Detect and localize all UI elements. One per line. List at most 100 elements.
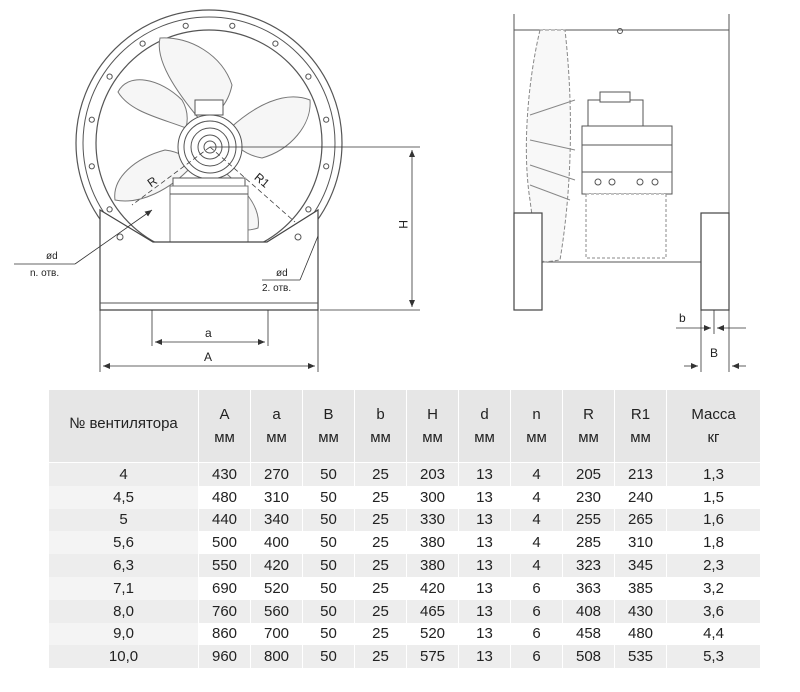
dimension-b-B	[676, 310, 746, 372]
table-cell: 13	[458, 485, 511, 509]
label-R1: R1	[252, 170, 273, 191]
table-cell: 465	[406, 599, 459, 623]
column-header-unit: кг	[707, 429, 720, 446]
table-cell: 323	[562, 554, 615, 577]
column-header-unit: мм	[578, 429, 599, 446]
table-cell: 420	[406, 576, 459, 600]
table-cell: 285	[562, 531, 615, 555]
table-cell: 9,0	[48, 622, 199, 646]
label-d-n: ød	[46, 251, 58, 262]
table-cell: 310	[614, 531, 667, 555]
hole-leaders	[14, 209, 319, 281]
column-header: a мм	[250, 389, 303, 463]
table-cell: 363	[562, 576, 615, 600]
table-cell: 458	[562, 622, 615, 646]
column-header: № вентилятора	[48, 389, 199, 463]
label-d-2: ød	[276, 268, 288, 279]
label-a: a	[205, 326, 212, 340]
table-cell: 13	[458, 531, 511, 555]
table-cell: 6	[510, 622, 563, 646]
table-cell: 270	[250, 462, 303, 486]
table-cell: 50	[302, 599, 355, 623]
column-header-label: B	[323, 406, 334, 423]
dimension-a-A	[99, 310, 319, 372]
table-cell: 205	[562, 462, 615, 486]
table-cell: 10,0	[48, 645, 199, 669]
column-header-label: R	[583, 406, 594, 423]
radius-lines	[131, 146, 296, 223]
table-cell: 1,6	[666, 508, 761, 532]
table-cell: 520	[406, 622, 459, 646]
table-cell: 13	[458, 645, 511, 669]
table-cell: 420	[250, 554, 303, 577]
bolt-hole	[305, 206, 312, 213]
table-cell: 8,0	[48, 599, 199, 623]
column-header-label: № вентилятора	[69, 414, 178, 432]
table-cell: 4	[510, 531, 563, 555]
column-header-unit: мм	[318, 429, 339, 446]
table-cell: 50	[302, 462, 355, 486]
table-cell: 700	[250, 622, 303, 646]
table-cell: 50	[302, 645, 355, 669]
table-cell: 6,3	[48, 554, 199, 577]
table-cell: 4,5	[48, 485, 199, 509]
column-header-label: n	[532, 406, 541, 423]
table-cell: 508	[562, 645, 615, 669]
table-cell: 4	[510, 554, 563, 577]
column-header-label: a	[272, 406, 281, 423]
table-cell: 13	[458, 508, 511, 532]
table-cell: 310	[250, 485, 303, 509]
table-cell: 4	[48, 462, 199, 486]
table-cell: 380	[406, 554, 459, 577]
column-header-unit: мм	[422, 429, 443, 446]
table-cell: 4	[510, 485, 563, 509]
table-cell: 560	[250, 599, 303, 623]
label-n-holes: n. отв.	[30, 268, 59, 279]
table-cell: 50	[302, 576, 355, 600]
table-cell: 3,2	[666, 576, 761, 600]
column-header-unit: мм	[266, 429, 287, 446]
table-cell: 230	[562, 485, 615, 509]
table-cell: 340	[250, 508, 303, 532]
column-header-label: b	[376, 406, 385, 423]
bolt-hole	[88, 116, 95, 123]
bolt-hole	[272, 40, 279, 47]
table-cell: 25	[354, 531, 407, 555]
table-cell: 550	[198, 554, 251, 577]
table-cell: 440	[198, 508, 251, 532]
table-cell: 255	[562, 508, 615, 532]
table-cell: 4	[510, 462, 563, 486]
bolt-hole	[139, 40, 146, 47]
table-cell: 13	[458, 622, 511, 646]
table-cell: 480	[614, 622, 667, 646]
table-cell: 345	[614, 554, 667, 577]
table-cell: 535	[614, 645, 667, 669]
bolt-hole	[229, 22, 236, 29]
table-cell: 5,3	[666, 645, 761, 669]
table-cell: 408	[562, 599, 615, 623]
column-header-label: d	[480, 406, 489, 423]
table-cell: 380	[406, 531, 459, 555]
column-header-label: Масса	[691, 406, 736, 423]
label-two-holes: 2. отв.	[262, 283, 291, 294]
table-cell: 203	[406, 462, 459, 486]
label-b: b	[679, 311, 686, 325]
column-header-unit: мм	[474, 429, 495, 446]
column-header: Масса кг	[666, 389, 761, 463]
bolt-hole	[323, 163, 330, 170]
table-cell: 50	[302, 508, 355, 532]
label-A: A	[204, 350, 212, 364]
table-cell: 400	[250, 531, 303, 555]
column-header: d мм	[458, 389, 511, 463]
front-view	[75, 9, 343, 311]
